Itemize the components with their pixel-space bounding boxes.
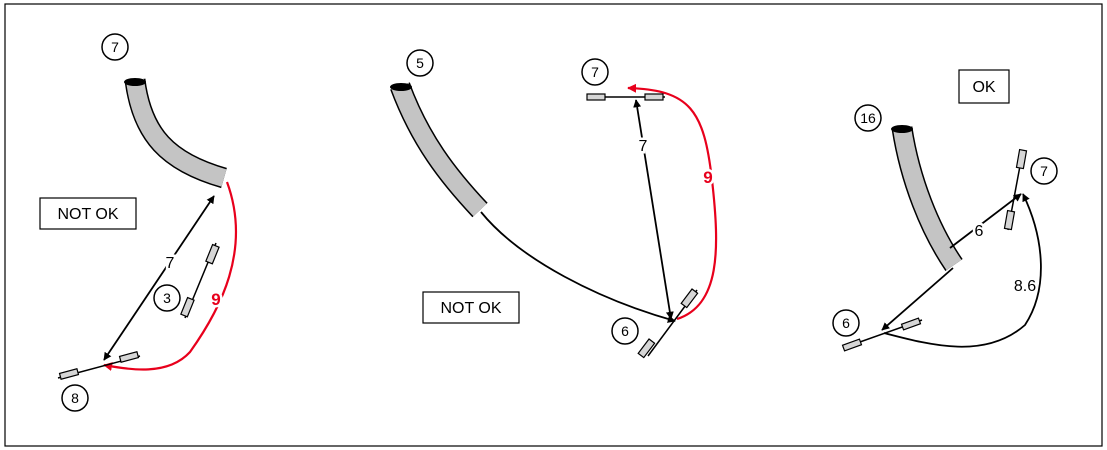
svg-text:OK: OK xyxy=(972,79,995,96)
straight-length-label-3: 6 xyxy=(975,223,984,240)
straight-length-label-1: 7 xyxy=(166,255,175,272)
svg-text:NOT OK: NOT OK xyxy=(57,206,118,223)
node-badge-source-3: 16 xyxy=(854,104,882,132)
scenario-2: 7 9 5 7 6 NOT OK xyxy=(390,49,718,359)
svg-text:5: 5 xyxy=(416,55,424,71)
routed-connection-3 xyxy=(883,193,1042,348)
node-badge-top-2: 7 xyxy=(581,58,609,86)
node-badge-end-1: 8 xyxy=(61,384,89,412)
svg-text:NOT OK: NOT OK xyxy=(440,300,501,317)
routed-connection-1 xyxy=(103,181,237,371)
status-box-1: NOT OK xyxy=(39,197,137,230)
node-badge-right-3: 7 xyxy=(1030,157,1058,185)
connector-right-3 xyxy=(1003,148,1028,231)
scenario-1: 7 9 7 3 8 NOT OK xyxy=(39,33,237,412)
connector-end-1 xyxy=(57,351,141,380)
straight-length-label-2: 7 xyxy=(639,138,648,155)
connector-middle-1 xyxy=(180,242,220,319)
svg-text:7: 7 xyxy=(591,64,599,80)
straight-connection-1 xyxy=(103,195,215,361)
straight-connection-3b xyxy=(949,193,1022,249)
status-box-3: OK xyxy=(958,69,1010,104)
routed-length-label-3: 8.6 xyxy=(1014,278,1036,295)
straight-connection-2 xyxy=(633,99,674,320)
svg-text:6: 6 xyxy=(621,323,629,339)
node-badge-source-1: 7 xyxy=(101,33,129,61)
routed-length-label-1: 9 xyxy=(211,290,220,309)
tube-2 xyxy=(390,82,488,218)
svg-text:7: 7 xyxy=(1040,163,1048,179)
node-badge-left-3: 6 xyxy=(832,309,860,337)
connector-bottom-2 xyxy=(637,288,699,359)
straight-connection-3a xyxy=(881,267,954,331)
status-box-2: NOT OK xyxy=(422,291,520,324)
node-badge-bottom-2: 6 xyxy=(611,317,639,345)
node-badge-extra-1: 3 xyxy=(153,284,181,312)
svg-text:3: 3 xyxy=(163,290,171,306)
node-badge-source-2: 5 xyxy=(406,49,434,77)
scenario-3: 6 8.6 16 7 6 OK xyxy=(832,69,1058,352)
connector-top-2 xyxy=(586,93,665,101)
tube-3 xyxy=(891,125,963,271)
routed-connection-2b xyxy=(627,83,718,321)
tube-1 xyxy=(124,78,227,189)
routed-length-label-2: 9 xyxy=(703,168,712,187)
svg-text:8: 8 xyxy=(71,390,79,406)
svg-text:16: 16 xyxy=(860,110,876,126)
svg-text:6: 6 xyxy=(842,315,850,331)
svg-text:7: 7 xyxy=(111,39,119,55)
connector-left-3 xyxy=(841,317,923,352)
